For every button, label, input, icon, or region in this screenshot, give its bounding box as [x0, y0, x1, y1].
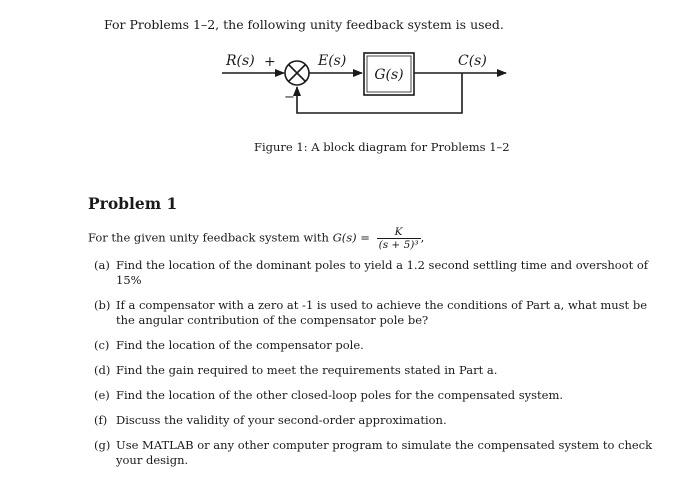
item-text: Find the location of the compensator pol… [116, 338, 364, 352]
item-label: (c) [94, 338, 110, 352]
item-text: Find the gain required to meet the requi… [116, 363, 498, 377]
fraction-numerator: K [376, 226, 421, 239]
list-item: (c) Find the location of the compensator… [94, 338, 669, 353]
item-label: (b) [94, 298, 111, 312]
item-text: Discuss the validity of your second-orde… [116, 413, 447, 427]
fraction-denominator: (s + 5)³ [378, 239, 419, 251]
transfer-function-lhs: G(s) = [332, 230, 370, 245]
block-diagram: R(s) + − E(s) G(s) C(s) [222, 52, 507, 114]
list-item: (b) If a compensator with a zero at -1 i… [94, 298, 669, 328]
item-label: (f) [94, 413, 108, 427]
item-text: Find the location of the other closed-lo… [116, 388, 564, 402]
item-text: Find the location of the dominant poles … [116, 258, 649, 287]
item-text: If a compensator with a zero at -1 is us… [116, 298, 648, 327]
list-item: (g) Use MATLAB or any other computer pro… [94, 438, 669, 468]
plus-sign: + [264, 54, 276, 70]
figure-caption: Figure 1: A block diagram for Problems 1… [254, 140, 510, 154]
minus-sign: − [284, 90, 295, 105]
problem-items: (a) Find the location of the dominant po… [94, 258, 669, 478]
summing-junction [284, 60, 310, 86]
statement-suffix: , [420, 230, 425, 245]
plant-block [363, 52, 415, 96]
output-label: C(s) [458, 53, 487, 69]
item-label: (a) [94, 258, 110, 272]
list-item: (d) Find the gain required to meet the r… [94, 363, 669, 378]
error-label: E(s) [317, 53, 346, 69]
feedback-path [293, 73, 463, 114]
problem-heading: Problem 1 [88, 194, 178, 213]
item-text: Use MATLAB or any other computer program… [116, 438, 653, 467]
item-label: (g) [94, 438, 111, 452]
problem-statement: For the given unity feedback system with… [88, 226, 424, 251]
transfer-function-fraction: K (s + 5)³ [376, 226, 421, 251]
item-label: (e) [94, 388, 110, 402]
input-label: R(s) [225, 53, 255, 69]
item-label: (d) [94, 363, 111, 377]
list-item: (f) Discuss the validity of your second-… [94, 413, 669, 428]
statement-prefix: For the given unity feedback system with [88, 230, 329, 245]
intro-text: For Problems 1–2, the following unity fe… [104, 17, 504, 32]
block-label: G(s) [374, 67, 403, 83]
list-item: (a) Find the location of the dominant po… [94, 258, 669, 288]
list-item: (e) Find the location of the other close… [94, 388, 669, 403]
